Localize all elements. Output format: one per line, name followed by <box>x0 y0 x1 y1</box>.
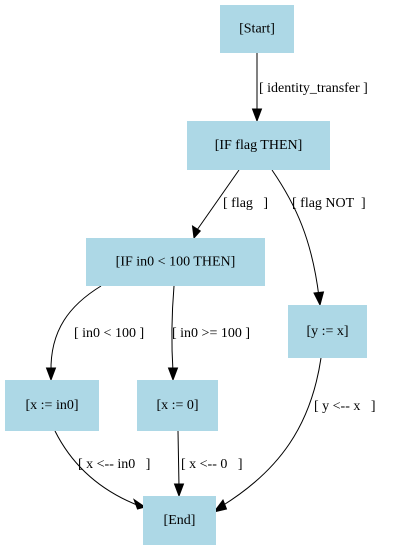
node-end: [End] <box>143 496 216 545</box>
node-y-assign: [y := x] <box>288 305 367 358</box>
edge-label-flag-not: [ flag NOT ] <box>292 196 366 211</box>
node-if-in0: [IF in0 < 100 THEN] <box>86 238 265 286</box>
edge-start-to-if-flag <box>251 53 263 123</box>
node-end-label: [End] <box>164 513 196 528</box>
edge-if-flag-to-y-assign <box>271 169 325 307</box>
edge-label-flag: [ flag ] <box>223 196 268 211</box>
node-x-in0-label: [x := in0] <box>26 398 79 413</box>
node-x-zero-label: [x := 0] <box>156 398 198 413</box>
edge-label-in0-ge-100: [ in0 >= 100 ] <box>172 326 250 341</box>
node-x-zero: [x := 0] <box>137 380 218 431</box>
node-if-in0-label: [IF in0 < 100 THEN] <box>116 255 236 270</box>
edge-label-x-from-in0: [ x <-- in0 ] <box>78 457 150 472</box>
node-if-flag-label: [IF flag THEN] <box>215 138 303 153</box>
node-if-flag: [IF flag THEN] <box>187 121 330 170</box>
edge-y-assign-to-end <box>212 357 322 513</box>
edge-label-y-from-x: [ y <-- x ] <box>314 399 376 414</box>
edge-label-identity-transfer: [ identity_transfer ] <box>259 81 368 96</box>
edge-if-in0-to-x-in0 <box>45 285 102 382</box>
edge-x-zero-to-end <box>173 430 185 498</box>
edge-if-in0-to-x-zero <box>167 285 179 382</box>
node-x-in0: [x := in0] <box>5 380 99 431</box>
edge-if-flag-to-if-in0 <box>191 169 240 240</box>
node-y-assign-label: [y := x] <box>306 324 348 339</box>
node-start: [Start] <box>220 5 294 53</box>
edge-x-in0-to-end <box>54 430 147 510</box>
edge-label-x-from-zero: [ x <-- 0 ] <box>181 457 243 472</box>
edge-label-in0-lt-100: [ in0 < 100 ] <box>74 326 144 341</box>
node-start-label: [Start] <box>239 22 275 37</box>
